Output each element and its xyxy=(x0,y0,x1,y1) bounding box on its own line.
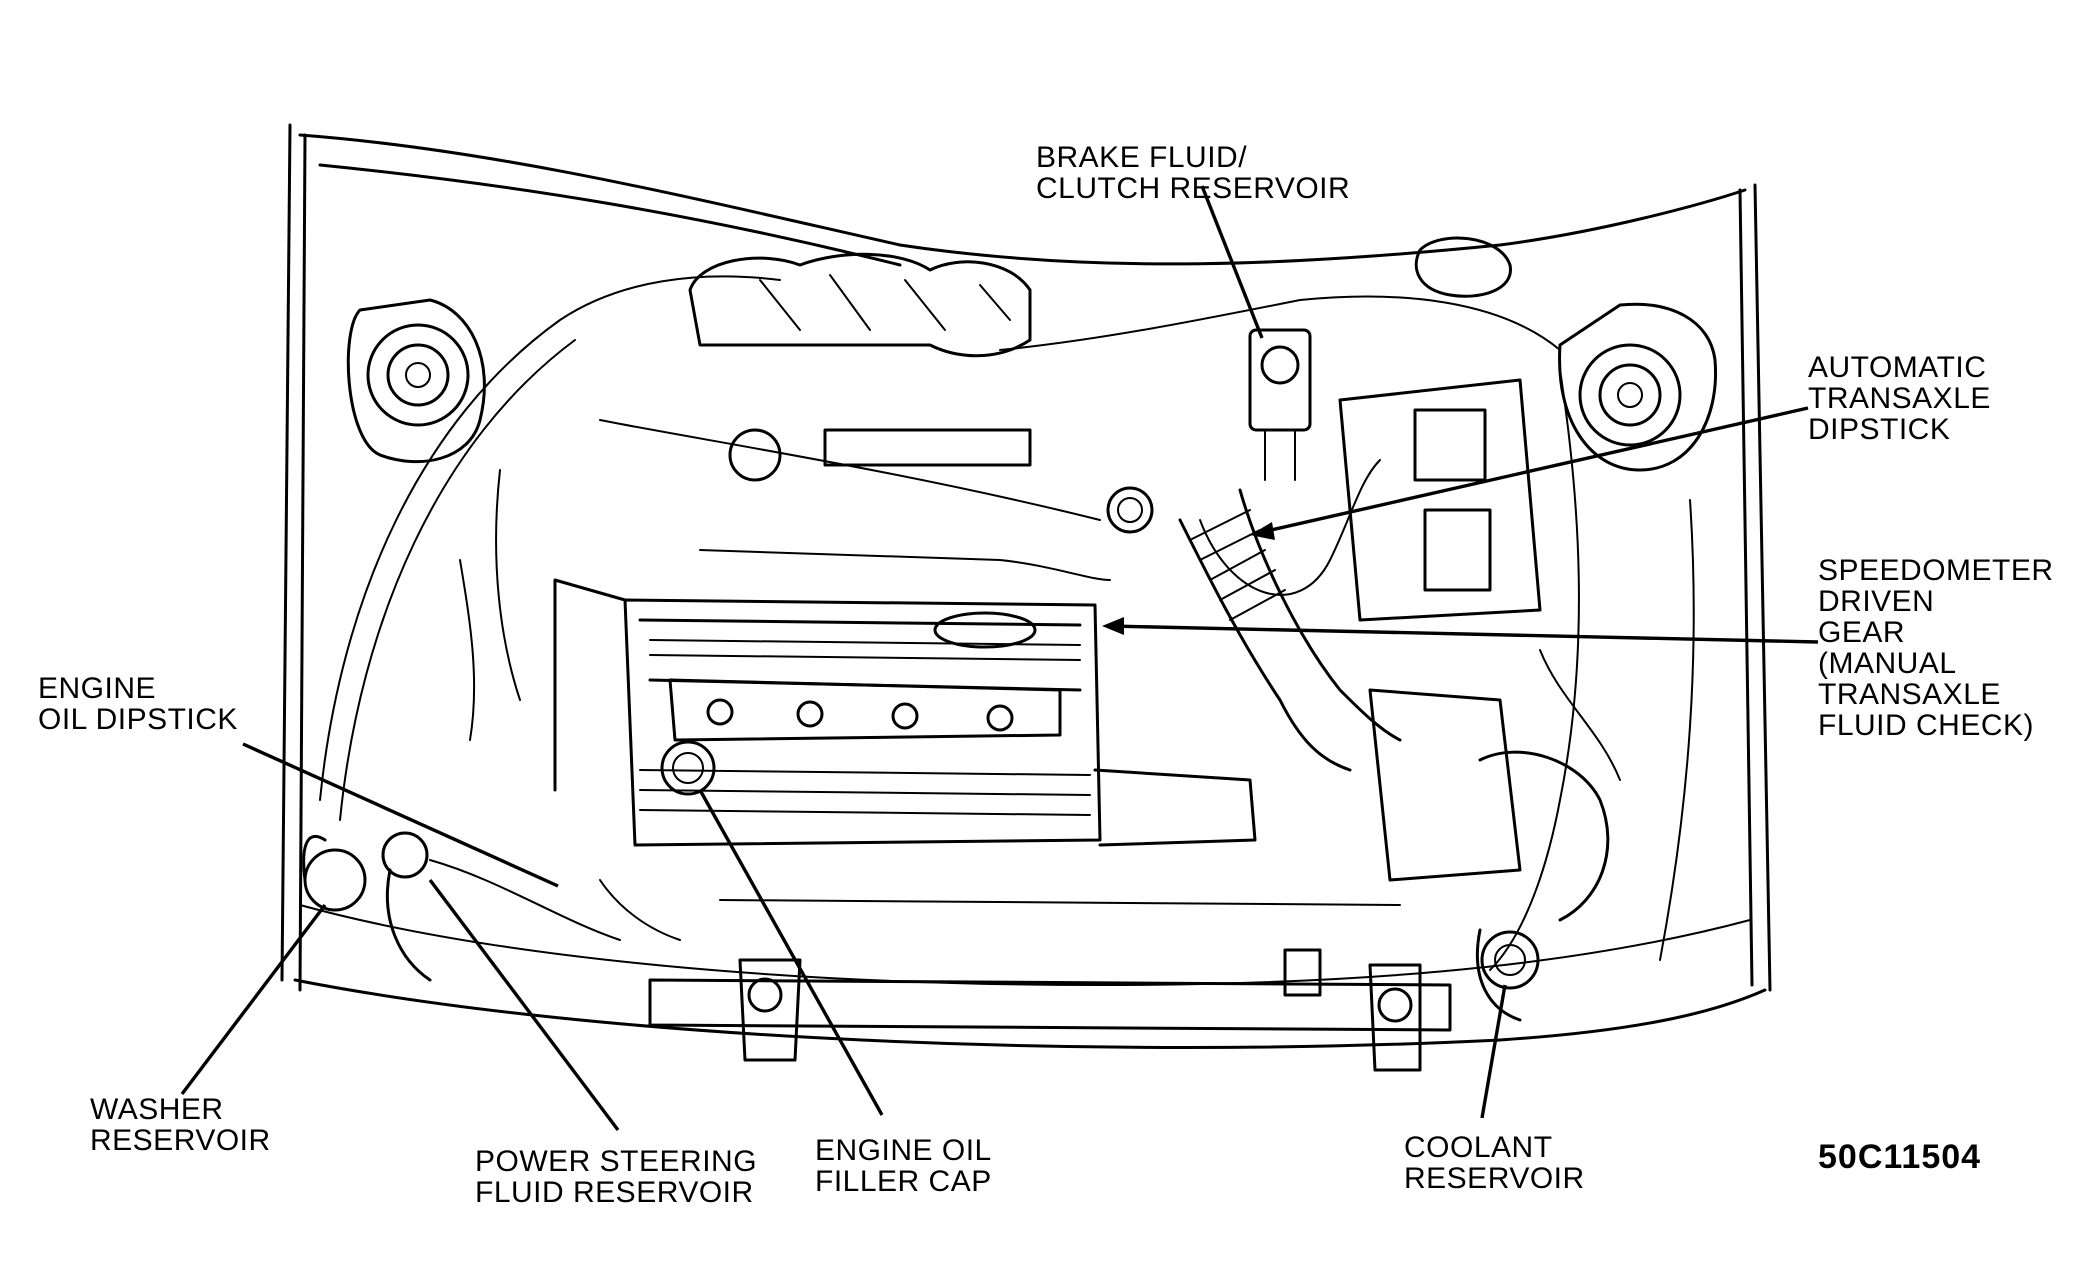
air-intake-duct xyxy=(1178,488,1610,922)
speedometer-driven-gear-label: SPEEDOMETER DRIVEN GEAR (MANUAL TRANSAXL… xyxy=(1818,554,2054,742)
washer-reservoir-label: WASHER RESERVOIR xyxy=(90,1093,271,1157)
engine-oil-dipstick-leader xyxy=(242,742,559,888)
brake-fluid-clutch-reservoir-label: BRAKE FLUID/ CLUTCH RESERVOIR xyxy=(1036,141,1351,205)
engine-oil-filler-cap-label: ENGINE OIL FILLER CAP xyxy=(815,1134,992,1198)
engine-oil-dipstick-label: ENGINE OIL DIPSTICK xyxy=(38,672,238,736)
power-steering-leader xyxy=(428,878,620,1132)
coolant-reservoir-leader xyxy=(1480,984,1507,1119)
right-strut-tower xyxy=(1558,302,1718,472)
radiator-support xyxy=(648,899,1452,1072)
engine-valve-cover xyxy=(553,578,1257,847)
washer-reservoir-leader xyxy=(180,903,327,1096)
brake-reservoir-shape xyxy=(1248,328,1312,481)
body-outline xyxy=(280,123,1772,1049)
automatic-transaxle-leader xyxy=(1257,406,1809,535)
automatic-transaxle-dipstick-label: AUTOMATIC TRANSAXLE DIPSTICK xyxy=(1808,351,1991,446)
leader-lines xyxy=(180,185,1819,1132)
brake-fluid-leader xyxy=(1200,185,1264,339)
speedometer-arrow xyxy=(1102,617,1124,635)
battery-area xyxy=(1338,236,1542,622)
coolant-reservoir-label: COOLANT RESERVOIR xyxy=(1404,1131,1585,1195)
speedometer-leader xyxy=(1109,624,1819,644)
automatic-transaxle-arrow xyxy=(1250,522,1275,540)
figure-id-label: 50C11504 xyxy=(1818,1138,1982,1176)
hoses-and-wiring xyxy=(319,275,1695,971)
engine-oil-filler-leader xyxy=(698,789,884,1116)
oil-filler-cap-shape xyxy=(660,740,716,796)
intake-manifold xyxy=(688,252,1154,534)
coolant-reservoir-shape xyxy=(1475,928,1540,1022)
washer-reservoir-shape xyxy=(302,831,432,982)
power-steering-fluid-reservoir-label: POWER STEERING FLUID RESERVOIR xyxy=(475,1145,758,1209)
left-strut-tower xyxy=(346,298,486,463)
